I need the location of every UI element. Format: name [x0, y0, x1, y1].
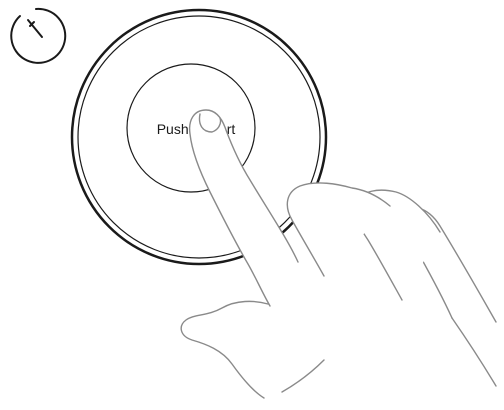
timer-dial-icon [11, 9, 65, 63]
